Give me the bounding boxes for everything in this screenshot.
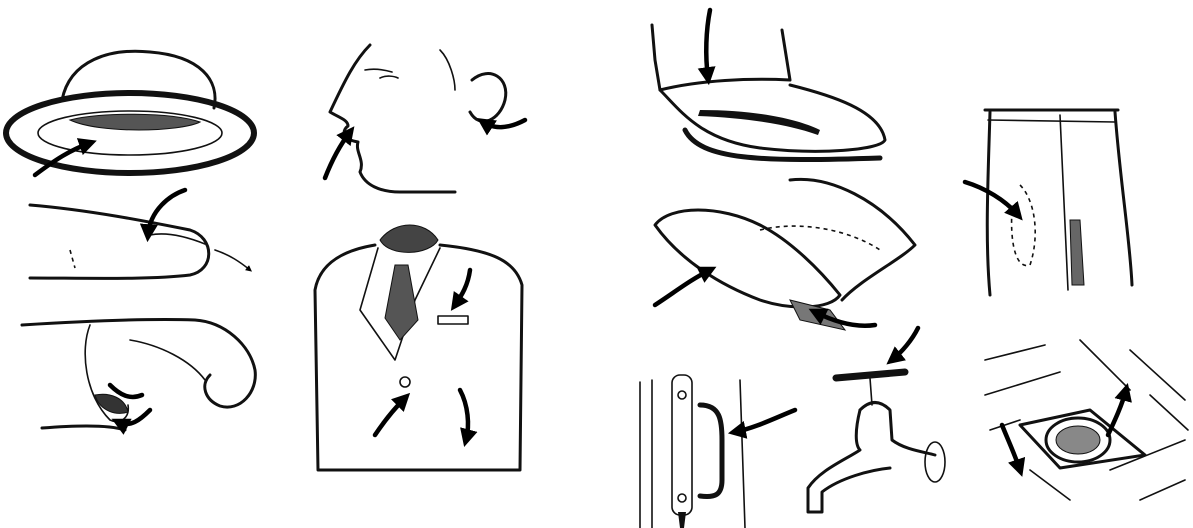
arrow-icon bbox=[1108, 390, 1126, 435]
door-handle-drawing bbox=[640, 375, 795, 528]
shoe-sole-drawing bbox=[655, 179, 915, 330]
tap-drawing bbox=[808, 328, 945, 512]
trousers-drawing bbox=[965, 110, 1132, 295]
arrow-icon bbox=[965, 182, 1018, 215]
arrow-icon bbox=[735, 410, 795, 432]
hat-drawing bbox=[6, 51, 254, 175]
arrow-icon bbox=[375, 398, 405, 435]
jacket-drawing bbox=[315, 225, 522, 470]
drain-drawing bbox=[985, 340, 1188, 500]
arrow-icon bbox=[1002, 425, 1020, 470]
arrow-icon bbox=[460, 390, 468, 440]
arrow-icon bbox=[325, 132, 350, 178]
arrow-icon bbox=[455, 270, 470, 305]
hand-drawing bbox=[22, 319, 255, 430]
finger-drawing bbox=[30, 190, 250, 278]
face-drawing bbox=[325, 45, 525, 192]
arrow-icon bbox=[892, 328, 918, 360]
shoe-top-drawing bbox=[652, 10, 885, 160]
arrow-icon bbox=[655, 270, 710, 305]
arrow-icon bbox=[706, 10, 710, 78]
arrow-icon bbox=[110, 385, 142, 397]
